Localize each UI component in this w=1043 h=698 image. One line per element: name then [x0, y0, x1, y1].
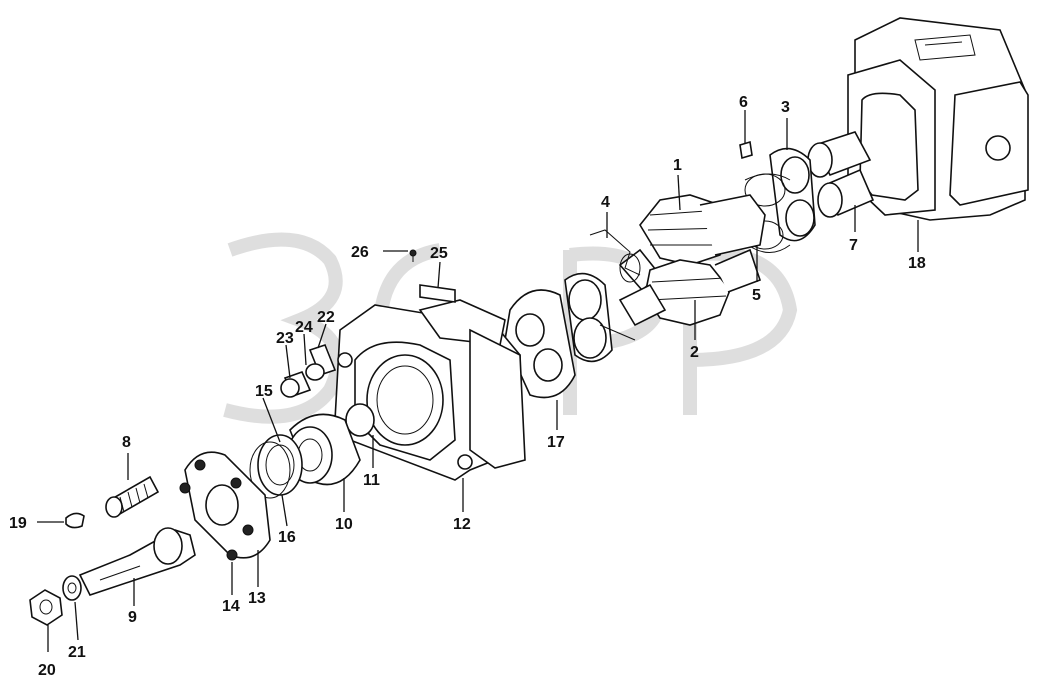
callout-1: 1 — [673, 157, 682, 174]
callout-25: 25 — [430, 245, 448, 262]
shaft-seal-part-16 — [249, 434, 303, 499]
callout-18: 18 — [908, 255, 926, 272]
callout-4: 4 — [601, 194, 610, 211]
leader-lines — [37, 110, 919, 652]
pin-part-6 — [739, 140, 753, 160]
seal-clip-part-4 — [589, 229, 641, 283]
rear-housing-part-18 — [847, 17, 1029, 221]
callout-5: 5 — [752, 287, 761, 304]
callout-15: 15 — [255, 383, 273, 400]
label-plate-part-25 — [419, 284, 456, 303]
callout-19: 19 — [9, 515, 27, 532]
o-ring-part-11 — [345, 403, 375, 437]
screw-part-26 — [409, 249, 417, 262]
callout-22: 22 — [317, 309, 335, 326]
key-part-19 — [65, 512, 85, 529]
ball-bearing-part-10 — [287, 413, 361, 486]
callout-9: 9 — [128, 609, 137, 626]
front-housing-part-12 — [334, 299, 526, 481]
driven-gear-part-2 — [618, 248, 762, 327]
callout-3: 3 — [781, 99, 790, 116]
callout-10: 10 — [335, 516, 353, 533]
bushing-part-7 — [807, 131, 875, 218]
nut-part-20 — [29, 589, 63, 626]
callout-24: 24 — [295, 319, 313, 336]
callout-8: 8 — [122, 434, 131, 451]
callout-7: 7 — [849, 237, 858, 254]
gasket-part-17 — [504, 289, 576, 399]
washer-part-21 — [62, 575, 82, 601]
callout-2: 2 — [690, 344, 699, 361]
callout-12: 12 — [453, 516, 471, 533]
callout-13: 13 — [248, 590, 266, 607]
callout-11: 11 — [363, 472, 380, 489]
callout-26: 26 — [351, 244, 369, 261]
flange-part-13 — [179, 451, 271, 561]
callout-14: 14 — [222, 598, 240, 615]
bearing-plate-part-3 — [769, 147, 816, 242]
callout-20: 20 — [38, 662, 56, 679]
callout-23: 23 — [276, 330, 294, 347]
front-bearing-plate — [564, 272, 636, 363]
callout-17: 17 — [547, 434, 565, 451]
callout-21: 21 — [68, 644, 86, 661]
callout-6: 6 — [739, 94, 748, 111]
shaft-part-9 — [78, 527, 196, 596]
fitting-parts-22-23-24 — [280, 344, 337, 398]
splined-sleeve-part-8 — [105, 475, 160, 518]
callout-16: 16 — [278, 529, 296, 546]
